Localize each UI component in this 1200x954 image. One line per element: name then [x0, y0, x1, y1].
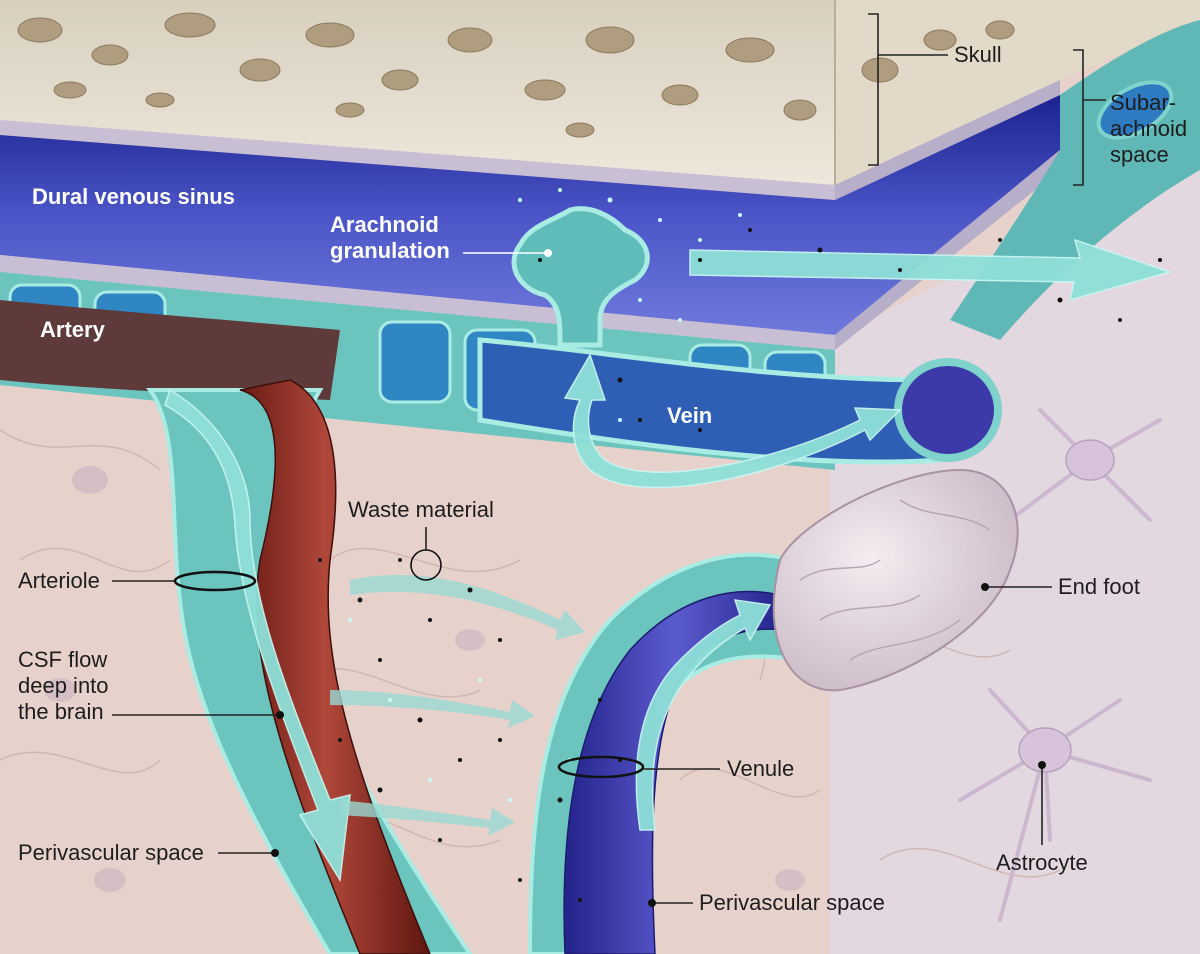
label-subarachnoid-space: Subar- achnoid space	[1110, 90, 1188, 167]
label-arteriole: Arteriole	[18, 568, 100, 593]
leader-lines	[112, 13, 1106, 907]
vein-end	[894, 358, 1002, 462]
subarachnoid-vessel	[1096, 80, 1174, 140]
label-dural-venous-sinus: Dural venous sinus	[32, 184, 235, 209]
label-arachnoid-granulation: Arachnoid granulation	[330, 212, 450, 263]
astrocyte-end-foot	[772, 468, 1019, 692]
astrocyte-body	[1018, 727, 1072, 773]
label-skull: Skull	[954, 42, 1002, 67]
arteriole-marker	[173, 570, 257, 592]
label-astrocyte: Astrocyte	[996, 850, 1088, 875]
astrocyte-body-2	[1065, 439, 1115, 481]
sinus-floor	[0, 255, 835, 350]
csf-particles	[348, 188, 742, 802]
label-waste-material: Waste material	[348, 497, 494, 522]
venule-marker	[557, 755, 645, 779]
dura-layer	[0, 120, 835, 200]
artery	[0, 300, 340, 400]
waste-particles	[318, 228, 1162, 902]
label-artery: Artery	[40, 317, 105, 342]
label-venule: Venule	[727, 756, 795, 781]
label-vein: Vein	[667, 403, 713, 428]
label-perivascular-space-right: Perivascular space	[699, 890, 885, 915]
label-end-foot: End foot	[1058, 574, 1140, 599]
skull-pores	[17, 12, 1015, 138]
dura-side	[835, 80, 1060, 200]
arteriole	[239, 379, 431, 954]
label-perivascular-space-left: Perivascular space	[18, 840, 204, 865]
end-foot-texture	[799, 499, 991, 661]
label-csf-flow: CSF flow deep into the brain	[18, 647, 109, 724]
skull-side	[835, 0, 1200, 185]
csf-flow-arrows	[164, 238, 1173, 883]
sinus-side-floor	[835, 150, 1060, 350]
waste-material-marker	[410, 549, 442, 581]
arachnoid-granulation	[511, 206, 650, 348]
waste-flow-arrows	[330, 574, 585, 836]
